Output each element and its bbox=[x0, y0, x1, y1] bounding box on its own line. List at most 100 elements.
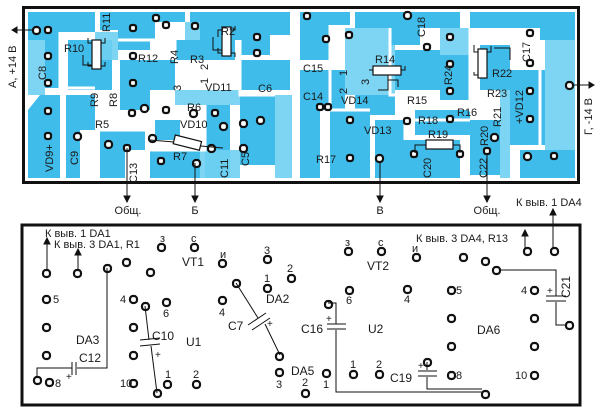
label-c17: C17 bbox=[521, 42, 533, 62]
u2-pin-6: 6 bbox=[346, 295, 352, 307]
da3-pin-10: 10 bbox=[120, 378, 132, 390]
c10-plate-a bbox=[139, 337, 161, 341]
bottom-board-outline bbox=[20, 223, 582, 407]
label-c9: C9 bbox=[69, 151, 81, 165]
label-c21: C21 bbox=[559, 276, 573, 298]
polarity-marks: + + + + + + bbox=[66, 286, 553, 383]
note-arrows bbox=[43, 207, 557, 272]
arrow-down-icon bbox=[376, 195, 384, 204]
c7-plate-b bbox=[251, 317, 271, 331]
label-r15: R15 bbox=[407, 95, 427, 107]
label-da3: DA3 bbox=[76, 333, 100, 347]
da6-pin-8: 8 bbox=[456, 370, 462, 382]
label-c19: C19 bbox=[390, 371, 412, 385]
component-leads bbox=[82, 26, 511, 153]
label-vd11: VD11 bbox=[205, 82, 232, 94]
bottom-wiring bbox=[36, 268, 566, 394]
vd11-pin-1: 1 bbox=[199, 78, 211, 84]
r19-body bbox=[425, 139, 454, 150]
da2-pin-2: 2 bbox=[287, 263, 293, 275]
label-c14: C14 bbox=[303, 91, 323, 103]
r7-body bbox=[172, 134, 203, 151]
vt1-pin-c: с bbox=[191, 233, 197, 245]
label-r14: R14 bbox=[375, 54, 395, 66]
label-vd12: +VD12 bbox=[514, 90, 526, 124]
r10-body bbox=[91, 39, 102, 70]
label-c5: C5 bbox=[240, 152, 252, 166]
center-divider bbox=[293, 9, 297, 181]
c19-plus: + bbox=[418, 361, 424, 372]
label-c15: C15 bbox=[303, 63, 323, 75]
label-u1: U1 bbox=[186, 335, 202, 349]
u2-pin-1: 1 bbox=[350, 359, 356, 371]
da5-pin-3: 3 bbox=[276, 379, 282, 391]
c10-plus: + bbox=[155, 350, 161, 361]
label-da5: DA5 bbox=[291, 364, 315, 378]
label-r17: R17 bbox=[316, 154, 336, 166]
arrow-right-icon bbox=[588, 81, 595, 89]
power-labels: A, +14 B Г, -14 B bbox=[7, 45, 595, 135]
vt1-pin-z: з bbox=[160, 233, 165, 245]
label-da2: DA2 bbox=[266, 292, 290, 306]
label-r12: R12 bbox=[138, 53, 158, 65]
label-vd14: VD14 bbox=[341, 95, 369, 107]
r22-body bbox=[477, 48, 488, 79]
da6-pin-5: 5 bbox=[456, 285, 462, 297]
c12-plus: + bbox=[66, 372, 72, 383]
label-r19: R19 bbox=[428, 129, 448, 141]
label-r11: R11 bbox=[101, 13, 113, 32]
label-r23: R23 bbox=[487, 88, 507, 100]
label-r16: R16 bbox=[457, 107, 477, 119]
label-da6: DA6 bbox=[477, 323, 501, 337]
label-u2: U2 bbox=[368, 322, 384, 336]
r14-body bbox=[372, 65, 402, 76]
label-r7: R7 bbox=[173, 151, 187, 163]
label-plus-14v: A, +14 B bbox=[7, 45, 19, 88]
label-c20: C20 bbox=[422, 158, 434, 178]
label-c16: C16 bbox=[301, 322, 323, 336]
label-minus-14v: Г, -14 B bbox=[583, 98, 595, 135]
label-c10: C10 bbox=[152, 329, 174, 343]
arrow-up-icon bbox=[43, 236, 51, 245]
terminal-labels: Общ. Б В Общ. bbox=[115, 205, 501, 217]
da3-pin-5: 5 bbox=[53, 294, 59, 306]
vt2-pin-i: и bbox=[412, 243, 418, 255]
u2-pin-2: 2 bbox=[376, 359, 382, 371]
da6-pin-10: 10 bbox=[515, 370, 527, 382]
label-r18: R18 bbox=[418, 115, 438, 127]
terminal-common-left: Общ. bbox=[115, 205, 142, 217]
c10-plate-b bbox=[139, 343, 161, 347]
label-r5: R5 bbox=[95, 119, 109, 131]
label-r20: R20 bbox=[479, 126, 491, 146]
note-da4-pin1: К выв. 1 DA4 bbox=[516, 197, 582, 209]
da3-pin-6: 6 bbox=[163, 308, 169, 320]
note-da4-pin3: К выв. 3 DA4, R13 bbox=[416, 233, 508, 245]
label-r2: R2 bbox=[221, 26, 235, 38]
arrow-down-icon bbox=[191, 195, 199, 204]
label-c22: C22 bbox=[478, 158, 490, 178]
bottom-notes: К выв. 1 DA1 К выв. 3 DA1, R1 К выв. 3 D… bbox=[45, 197, 582, 251]
label-r6: R6 bbox=[187, 102, 201, 114]
da3-pin-4: 4 bbox=[120, 294, 126, 306]
c16-plus: + bbox=[326, 314, 332, 325]
u1-pin-1: 1 bbox=[165, 369, 171, 381]
top-labels: R10 R11 R12 R4 R3 R2 C8 R9 R8 R5 R6 VD11… bbox=[37, 13, 533, 183]
c12-wire bbox=[77, 268, 108, 369]
top-pads bbox=[31, 10, 575, 169]
label-r3: R3 bbox=[190, 54, 204, 66]
top-board: R10 R11 R12 R4 R3 R2 C8 R9 R8 R5 R6 VD11… bbox=[7, 6, 595, 217]
u2-pin-4: 4 bbox=[404, 294, 410, 306]
c12-wire2 bbox=[36, 367, 72, 377]
da2-pin-1: 1 bbox=[264, 273, 270, 285]
label-c12: C12 bbox=[79, 351, 101, 365]
note-da1-pin3: К выв. 3 DA1, R1 bbox=[54, 239, 140, 251]
u1-pin-2: 2 bbox=[193, 369, 199, 381]
label-c7: C7 bbox=[228, 319, 244, 333]
da2-pin-4: 4 bbox=[219, 307, 225, 319]
arrow-left-icon bbox=[11, 26, 18, 34]
label-r24: R24 bbox=[443, 65, 455, 85]
terminal-common-right: Общ. bbox=[474, 205, 501, 217]
vd11-pin-2: 2 bbox=[199, 64, 211, 70]
label-c11: C11 bbox=[219, 159, 231, 178]
